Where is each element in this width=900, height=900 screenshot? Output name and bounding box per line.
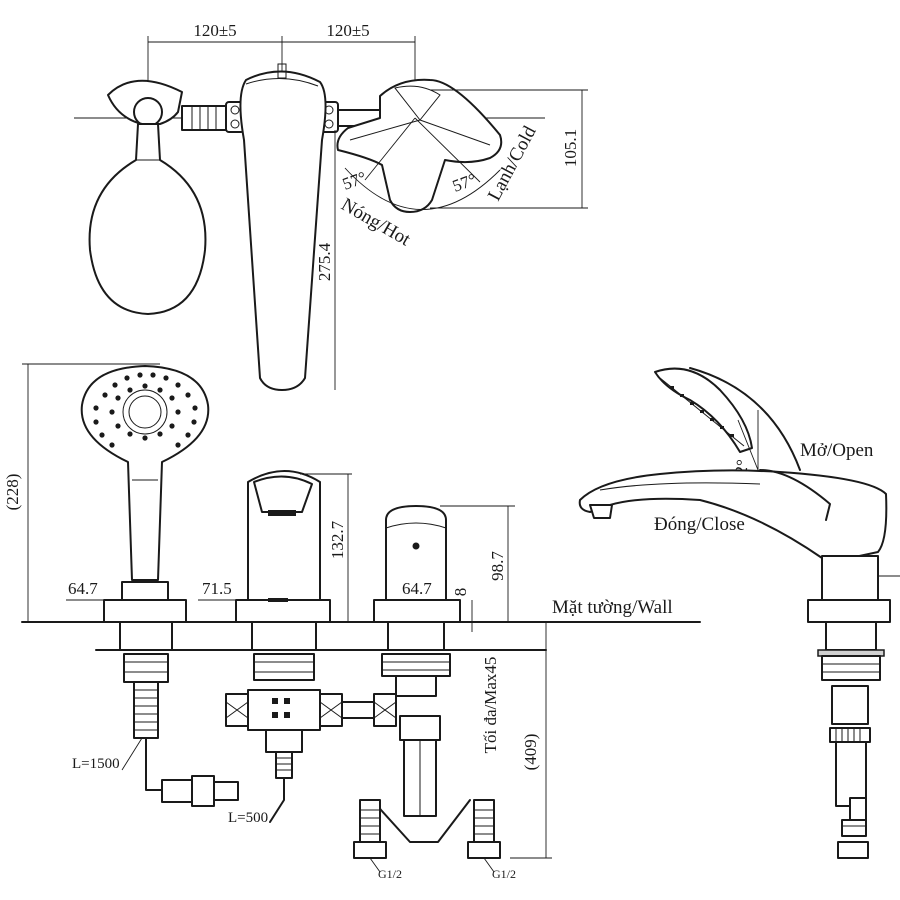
- dim-overall-height: (228): [3, 474, 22, 511]
- dim-base-mid: 71.5: [202, 579, 232, 598]
- shower-lock-nut: [123, 653, 169, 683]
- label-close: Đóng/Close: [654, 514, 745, 535]
- valve-body: [395, 675, 437, 697]
- dim-base-right: 64.7: [402, 579, 432, 598]
- spout-front-outlet: [253, 475, 313, 513]
- mixing-body-marks: [272, 698, 290, 718]
- side-handle-collar: [821, 555, 879, 601]
- hose-long: [145, 737, 163, 791]
- angle-left: 57°: [340, 168, 369, 194]
- side-valve-body: [831, 685, 869, 725]
- leader-hose-long: [121, 737, 143, 771]
- dim-handle-body-height: 98.7: [488, 551, 507, 581]
- dim-spout-height: 132.7: [328, 520, 347, 559]
- shower-base-collar: [121, 581, 169, 601]
- side-nozzle-dots: [670, 386, 734, 437]
- top-view: 120±5 120±5 275.4 57°: [74, 21, 588, 391]
- thread-left: G1/2: [378, 867, 402, 881]
- hose-nut: [191, 775, 215, 807]
- side-lever-closed: [578, 469, 888, 559]
- side-supply-nut: [837, 841, 869, 859]
- spout-plan: [239, 70, 327, 391]
- side-supply-tube: [835, 741, 867, 807]
- dim-below-deck: (409): [521, 734, 540, 771]
- side-lever-open: [759, 469, 831, 521]
- spout-cap: [277, 63, 287, 79]
- dim-hose-short: L=500: [228, 810, 268, 826]
- angle-ray-right: [414, 117, 481, 183]
- dim-spout-length: 275.4: [315, 242, 334, 281]
- lever-tip: [589, 504, 613, 519]
- hose-connector: [161, 779, 193, 803]
- side-shower-arc: [689, 367, 801, 471]
- angle-ray: [737, 419, 759, 471]
- dim-spacing-left: 120±5: [193, 21, 236, 40]
- dim-spacing-right: 120±5: [326, 21, 369, 40]
- supply-nut-right: [467, 841, 501, 859]
- front-view: (228) Mặt tường/Wall 64.7: [3, 363, 701, 881]
- dim-handle-height: 105.1: [561, 129, 580, 167]
- supply-hose-v: [371, 799, 471, 843]
- cross-pipe: [341, 701, 375, 719]
- angle-ray-left: [364, 117, 416, 181]
- spout-shank: [251, 621, 317, 651]
- shower-hose-guide: [133, 681, 159, 739]
- nozzle-dots: [93, 372, 198, 448]
- valve-connector: [399, 715, 441, 741]
- shower-shank: [119, 621, 173, 651]
- hand-shower-front: [80, 365, 210, 581]
- spout-lock-nut: [253, 653, 315, 681]
- indicator-dot: [412, 542, 420, 550]
- spout-base-plate: [235, 599, 331, 623]
- dim-base-left: 64.7: [68, 579, 98, 598]
- handle-lock-nut: [381, 653, 451, 677]
- side-lock-nut: [821, 655, 881, 681]
- hand-shower-head-plan: [88, 123, 207, 315]
- shower-base-plate: [103, 599, 187, 623]
- lever-handle-plan: [336, 78, 503, 213]
- label-open: Mở/Open: [800, 440, 874, 461]
- side-shank: [825, 621, 877, 651]
- side-base-plate: [807, 599, 891, 623]
- rotation-arc: [344, 167, 501, 210]
- side-view: 22° Mở/Open Đóng/Close: [578, 367, 900, 859]
- thread-right: G1/2: [492, 867, 516, 881]
- shower-nozzles: [122, 389, 168, 435]
- hose-short: [269, 777, 285, 823]
- body-outlet: [265, 729, 303, 753]
- hose-short-end: [275, 751, 293, 779]
- supply-nut-left: [353, 841, 387, 859]
- dim-hose-long: L=1500: [72, 756, 120, 772]
- supply-hose-right: [473, 799, 495, 843]
- dim-small-gap: 8: [451, 588, 470, 597]
- handle-shank: [387, 621, 445, 651]
- label-wall: Mặt tường/Wall: [552, 597, 673, 618]
- supply-hose-left: [359, 799, 381, 843]
- handle-base-plate: [373, 599, 461, 623]
- aerator: [268, 510, 296, 516]
- dim-deck-thickness: Tối đa/Max45: [481, 657, 500, 754]
- pipe-thread: [191, 106, 217, 130]
- pipe-connector-left: [181, 105, 229, 131]
- handle-front-body: [385, 505, 447, 601]
- shower-holder: [107, 79, 183, 125]
- mixing-body: [247, 689, 321, 731]
